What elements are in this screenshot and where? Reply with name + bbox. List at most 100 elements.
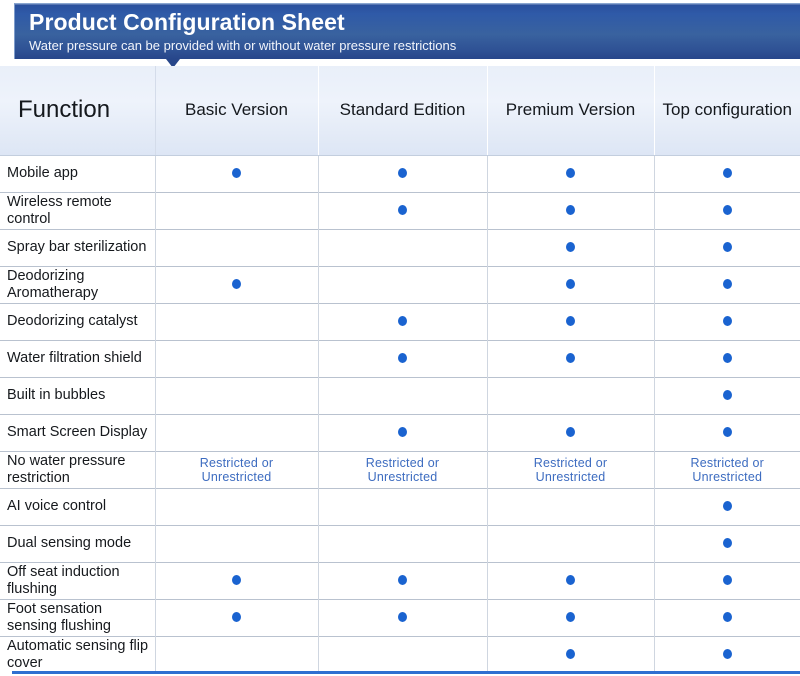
feature-included-dot-icon bbox=[232, 574, 241, 585]
feature-included-dot-icon bbox=[232, 167, 241, 178]
availability-dot-cell bbox=[654, 302, 800, 340]
availability-dot-cell bbox=[487, 561, 655, 599]
feature-included-dot-icon bbox=[722, 611, 732, 622]
availability-dot-cell bbox=[654, 598, 800, 636]
availability-dot-cell bbox=[318, 339, 488, 377]
feature-included-dot-icon bbox=[722, 426, 732, 437]
feature-name-cell: Water filtration shield bbox=[0, 339, 156, 377]
table-row: Deodorizing catalyst bbox=[0, 302, 800, 340]
availability-dot-cell bbox=[318, 635, 488, 673]
availability-dot-cell bbox=[654, 339, 800, 377]
availability-dot-cell bbox=[654, 155, 800, 192]
availability-dot-cell bbox=[155, 265, 319, 303]
table-row: No water pressure restriction Restricted … bbox=[0, 450, 800, 488]
table-header-row: Function Basic Version Standard Edition … bbox=[0, 66, 800, 156]
comparison-table-wrapper: Function Basic Version Standard Edition … bbox=[0, 66, 800, 673]
feature-included-dot-icon bbox=[722, 648, 732, 659]
availability-dot-cell bbox=[318, 561, 488, 599]
feature-included-dot-icon bbox=[398, 574, 407, 585]
title-banner: Product Configuration Sheet Water pressu… bbox=[14, 3, 800, 59]
availability-dot-cell bbox=[487, 339, 655, 377]
note-line-1: Restricted or bbox=[199, 455, 274, 470]
table-row: Built in bubbles bbox=[0, 376, 800, 414]
availability-dot-cell bbox=[318, 228, 488, 266]
feature-included-dot-icon bbox=[722, 241, 732, 252]
availability-dot-cell bbox=[654, 635, 800, 673]
availability-dot-cell bbox=[155, 155, 319, 192]
feature-name-cell: Wireless remote control bbox=[0, 191, 156, 229]
table-row: AI voice control bbox=[0, 487, 800, 525]
feature-name-cell: Automatic sensing flip cover bbox=[0, 635, 156, 673]
availability-dot-cell bbox=[487, 413, 655, 451]
availability-dot-cell bbox=[155, 413, 319, 451]
column-header-premium-version: Premium Version bbox=[487, 66, 655, 156]
feature-name-cell: Built in bubbles bbox=[0, 376, 156, 414]
table-row: Deodorizing Aromatherapy bbox=[0, 265, 800, 303]
availability-dot-cell bbox=[487, 524, 655, 562]
page-title: Product Configuration Sheet bbox=[29, 9, 345, 35]
availability-dot-cell bbox=[318, 413, 488, 451]
feature-included-dot-icon bbox=[566, 352, 575, 363]
feature-name-cell: Deodorizing catalyst bbox=[0, 302, 156, 340]
feature-included-dot-icon bbox=[566, 648, 575, 659]
table-row: Mobile app bbox=[0, 155, 800, 192]
availability-dot-cell bbox=[155, 635, 319, 673]
table-header: Function Basic Version Standard Edition … bbox=[0, 66, 800, 156]
table-row: Foot sensation sensing flushing bbox=[0, 598, 800, 636]
availability-dot-cell bbox=[487, 302, 655, 340]
availability-dot-cell bbox=[654, 487, 800, 525]
availability-dot-cell bbox=[318, 155, 488, 192]
feature-included-dot-icon bbox=[398, 204, 407, 215]
feature-included-dot-icon bbox=[722, 315, 732, 326]
column-header-basic-version: Basic Version bbox=[155, 66, 319, 156]
availability-dot-cell bbox=[487, 155, 655, 192]
feature-included-dot-icon bbox=[722, 389, 732, 400]
feature-included-dot-icon bbox=[566, 278, 575, 289]
feature-included-dot-icon bbox=[566, 204, 575, 215]
feature-name-cell: Dual sensing mode bbox=[0, 524, 156, 562]
feature-included-dot-icon bbox=[722, 352, 732, 363]
note-line-2: Unrestricted bbox=[367, 469, 438, 484]
feature-included-dot-icon bbox=[398, 352, 407, 363]
feature-name-cell: No water pressure restriction bbox=[0, 450, 156, 488]
note-line-1: Restricted or bbox=[690, 455, 764, 470]
feature-included-dot-icon bbox=[398, 611, 407, 622]
feature-included-dot-icon bbox=[566, 611, 575, 622]
feature-included-dot-icon bbox=[232, 278, 241, 289]
feature-name-cell: Off seat induction flushing bbox=[0, 561, 156, 599]
table-row: Wireless remote control bbox=[0, 191, 800, 229]
feature-name-cell: Deodorizing Aromatherapy bbox=[0, 265, 156, 303]
availability-dot-cell bbox=[654, 191, 800, 229]
availability-dot-cell bbox=[654, 265, 800, 303]
availability-dot-cell bbox=[487, 228, 655, 266]
table-row: Off seat induction flushing bbox=[0, 561, 800, 599]
availability-dot-cell bbox=[155, 302, 319, 340]
availability-dot-cell bbox=[487, 487, 655, 525]
feature-included-dot-icon bbox=[566, 167, 575, 178]
availability-dot-cell bbox=[487, 598, 655, 636]
availability-dot-cell bbox=[318, 524, 488, 562]
banner-pointer-triangle-icon bbox=[166, 59, 180, 68]
feature-name-cell: AI voice control bbox=[0, 487, 156, 525]
availability-dot-cell bbox=[654, 561, 800, 599]
availability-dot-cell bbox=[654, 413, 800, 451]
availability-dot-cell bbox=[155, 228, 319, 266]
feature-included-dot-icon bbox=[566, 426, 575, 437]
availability-dot-cell bbox=[487, 376, 655, 414]
feature-included-dot-icon bbox=[398, 426, 407, 437]
availability-dot-cell bbox=[155, 487, 319, 525]
feature-included-dot-icon bbox=[722, 574, 732, 585]
availability-dot-cell bbox=[155, 561, 319, 599]
availability-dot-cell bbox=[654, 228, 800, 266]
availability-dot-cell bbox=[318, 302, 488, 340]
availability-dot-cell bbox=[155, 524, 319, 562]
page-subtitle: Water pressure can be provided with or w… bbox=[29, 38, 457, 53]
availability-dot-cell bbox=[318, 265, 488, 303]
availability-dot-cell bbox=[318, 376, 488, 414]
column-header-function: Function bbox=[0, 66, 156, 156]
availability-dot-cell bbox=[318, 487, 488, 525]
feature-included-dot-icon bbox=[722, 167, 732, 178]
